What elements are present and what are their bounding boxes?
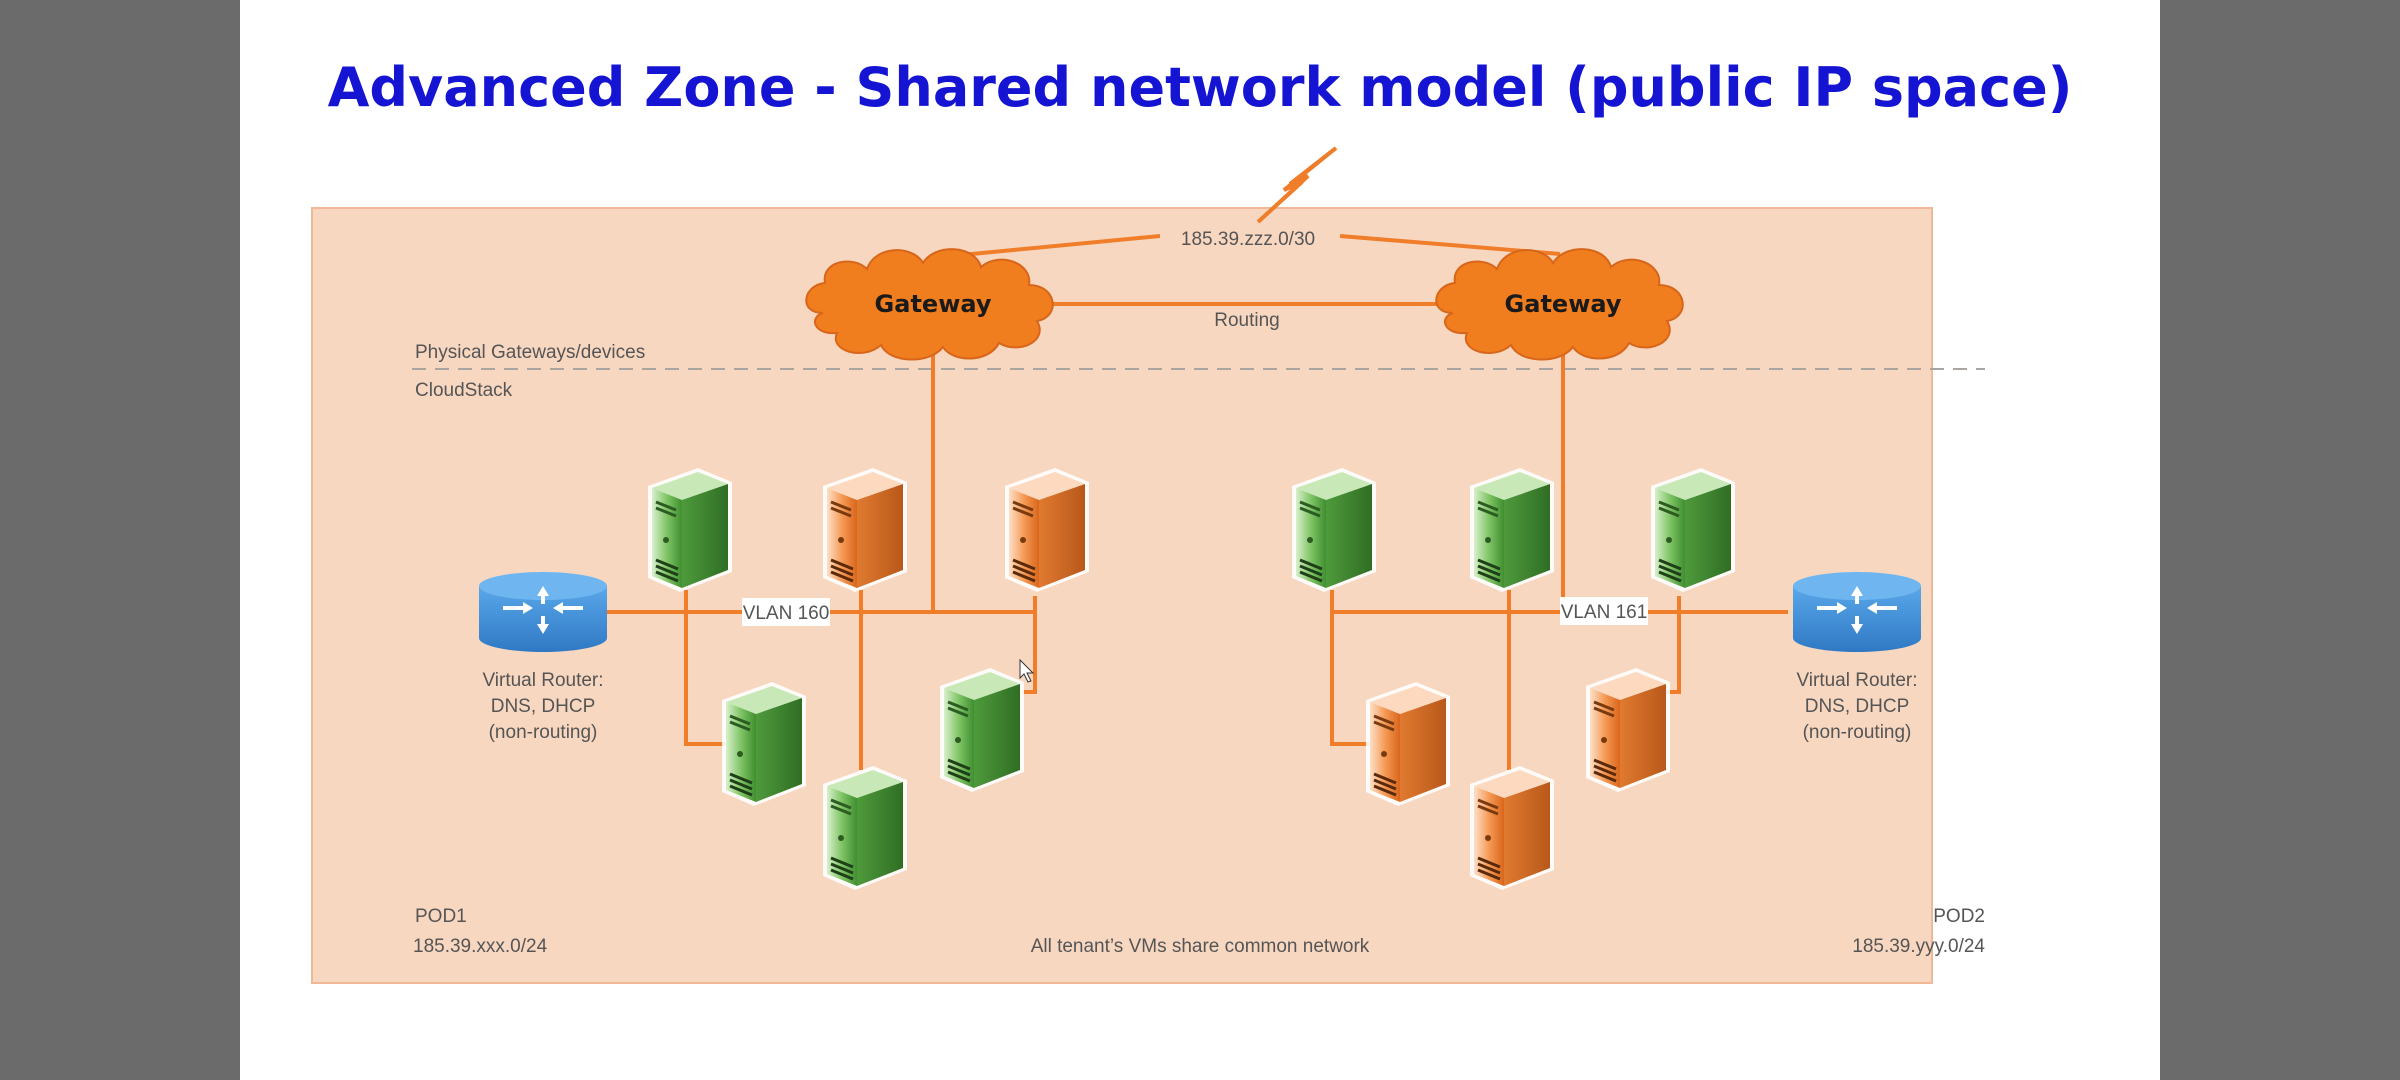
- router-icon: [477, 570, 609, 654]
- pod2-name: POD2: [1933, 906, 1985, 927]
- vr2-line3: (non-routing): [1803, 722, 1912, 743]
- router-icon: [1791, 570, 1923, 654]
- server-icon: [821, 466, 909, 594]
- server-icon: [646, 466, 734, 594]
- vr1-line2: DNS, DHCP: [491, 696, 596, 717]
- pod1-name: POD1: [415, 906, 467, 927]
- server-icon: [1003, 466, 1091, 594]
- gateway-2-label: Gateway: [1505, 290, 1622, 318]
- gateway-1-label: Gateway: [875, 290, 992, 318]
- server-icon: [720, 680, 808, 808]
- virtual-router-2: [1791, 570, 1923, 654]
- server-icon: [1468, 466, 1556, 594]
- vr2-line2: DNS, DHCP: [1805, 696, 1910, 717]
- pod2-subnet: 185.39.yyy.0/24: [1852, 936, 1985, 957]
- vlan-161-label: VLAN 161: [1561, 602, 1648, 623]
- vlan-160-label: VLAN 160: [743, 603, 830, 624]
- server-icon: [1290, 466, 1378, 594]
- server-icon: [1584, 666, 1672, 794]
- gateway-2: Gateway: [1435, 248, 1684, 361]
- server-icon: [821, 764, 909, 892]
- server-icon: [1468, 764, 1556, 892]
- page-title: Advanced Zone - Shared network model (pu…: [327, 56, 2073, 119]
- layer-label-physical: Physical Gateways/devices: [415, 342, 645, 363]
- server-icon: [938, 666, 1026, 794]
- virtual-router-1-caption: Virtual Router: DNS, DHCP (non-routing): [482, 670, 603, 743]
- server-icon: [1364, 680, 1452, 808]
- vlan-160-tag: VLAN 160: [742, 598, 830, 626]
- pod1-subnet: 185.39.xxx.0/24: [413, 936, 548, 957]
- virtual-router-1: [477, 570, 609, 654]
- layer-label-cloudstack: CloudStack: [415, 380, 513, 401]
- uplink-subnet: 185.39.zzz.0/30: [1181, 229, 1315, 250]
- routing-label: Routing: [1214, 310, 1280, 331]
- gateway-drops: [931, 350, 1565, 612]
- server-icon: [1649, 466, 1737, 594]
- vr1-line1: Virtual Router:: [482, 670, 603, 691]
- vr2-line1: Virtual Router:: [1796, 670, 1917, 691]
- gateway-1: Gateway: [805, 248, 1054, 361]
- slide: Advanced Zone - Shared network model (pu…: [240, 0, 2160, 1080]
- cursor-icon: [1019, 658, 1035, 683]
- lightning-icon: [1256, 146, 1338, 224]
- vr1-line3: (non-routing): [489, 722, 598, 743]
- vlan-161-tag: VLAN 161: [1560, 597, 1648, 625]
- virtual-router-2-caption: Virtual Router: DNS, DHCP (non-routing): [1796, 670, 1917, 743]
- footer-note: All tenant’s VMs share common network: [1031, 936, 1370, 957]
- network-diagram: Physical Gateways/devices CloudStack 185…: [311, 146, 1985, 984]
